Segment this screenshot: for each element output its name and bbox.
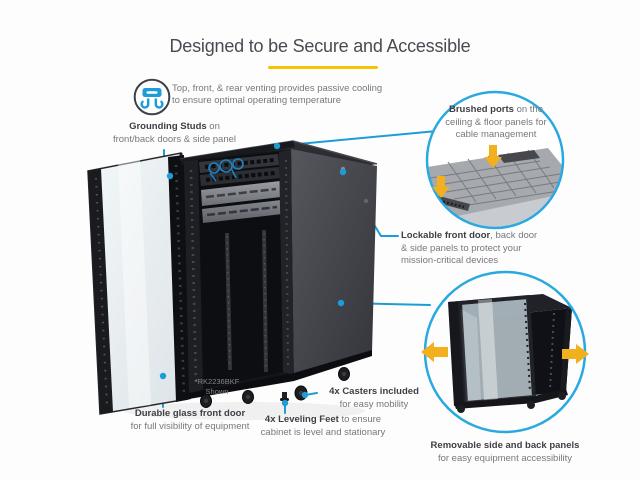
left-arrow-icon [421, 342, 448, 362]
venting-icon [133, 78, 171, 116]
down-arrow-icon [432, 145, 502, 198]
rack-cabinet [168, 140, 378, 408]
title-underline [268, 66, 378, 69]
callout-dots [159, 142, 347, 407]
page-title: Designed to be Secure and Accessible [169, 36, 471, 56]
cooling-note: Top, front, & rear venting provides pass… [172, 83, 382, 107]
vent-mesh [429, 149, 563, 207]
model-note: *RK2236BKF Shown [194, 377, 240, 396]
right-arrow-icon [562, 344, 589, 364]
network-equipment [199, 154, 282, 223]
callout-casters: 4x Casters included for easy mobility [329, 386, 419, 410]
patch-cables [208, 158, 244, 182]
floor-shadow [125, 402, 365, 420]
callout-brushed-ports: Brushed ports on the ceiling & floor pan… [445, 104, 547, 140]
cooling-note-line2: to ensure optimal operating temperature [172, 95, 341, 107]
callout-leveling-feet: 4x Leveling Feet to ensure cabinet is le… [260, 414, 386, 438]
glass-front-door [87, 152, 190, 415]
callout-glass-door: Durable glass front door for full visibi… [130, 408, 250, 432]
leveling-foot [280, 392, 289, 401]
callout-lockable-door: Lockable front door, back door & side pa… [401, 230, 538, 266]
callout-grounding-studs: Grounding Studs on front/back doors & si… [112, 121, 237, 145]
casters [200, 367, 350, 408]
cooling-note-line1: Top, front, & rear venting provides pass… [172, 83, 383, 94]
callout-removable-panels: Removable side and back panels for easy … [430, 440, 580, 464]
side-panel [291, 149, 377, 375]
inset-circle-removable-panels [421, 270, 589, 434]
